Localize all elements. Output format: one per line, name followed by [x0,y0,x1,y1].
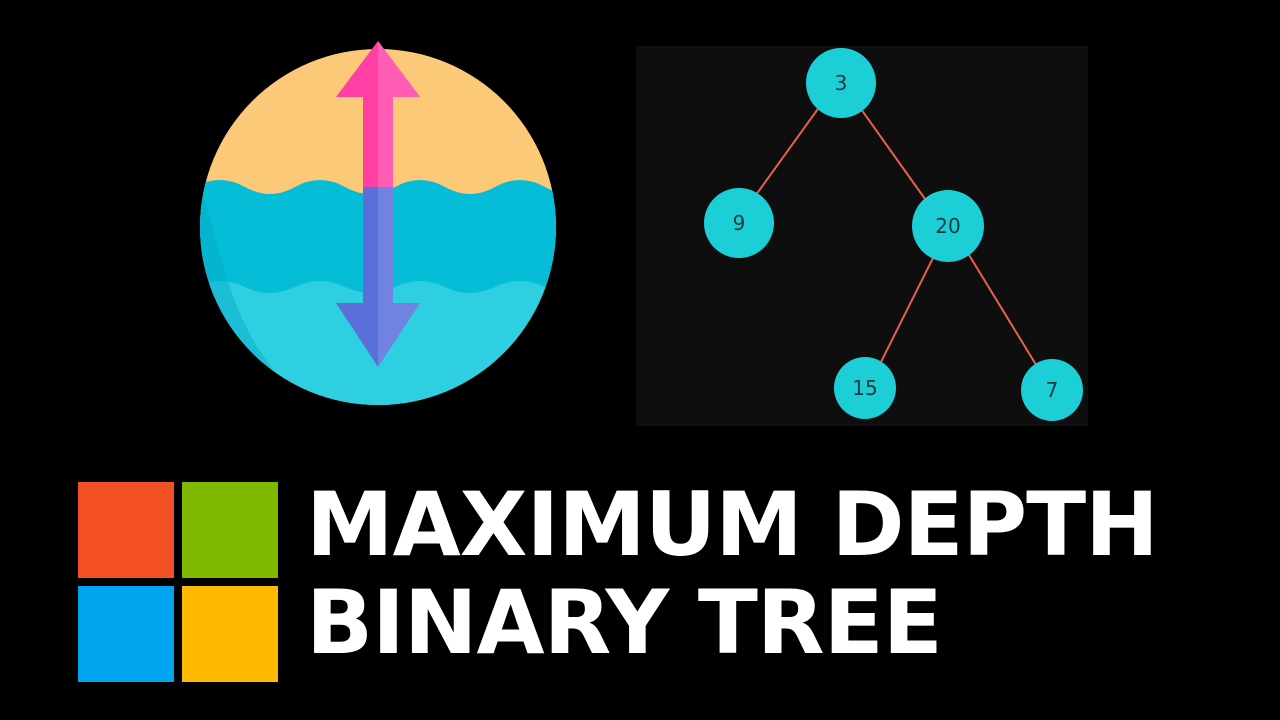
tree-node-7: 7 [1021,359,1083,421]
depth-icon [195,35,565,415]
node-label-9: 9 [733,211,746,235]
tree-node-3: 3 [806,48,876,118]
edge-3-9 [747,105,821,207]
binary-tree-diagram: 3 9 20 15 7 [636,46,1088,426]
node-label-20: 20 [935,214,960,238]
logo-tile-green [182,482,278,578]
microsoft-logo [78,482,278,682]
node-label-15: 15 [852,376,877,400]
node-label-3: 3 [835,71,848,95]
node-label-7: 7 [1046,378,1059,402]
logo-tile-blue [78,586,174,682]
title-line-1: MAXIMUM DEPTH [306,473,1159,576]
tree-node-20: 20 [912,190,984,262]
logo-tile-yellow [182,586,278,682]
page-title: MAXIMUM DEPTH BINARY TREE [306,476,1266,672]
edge-3-20 [855,101,931,207]
title-line-2: BINARY TREE [306,571,943,674]
logo-tile-red [78,482,174,578]
edge-20-15 [877,251,937,369]
tree-node-9: 9 [704,188,774,258]
edge-20-7 [965,249,1039,369]
tree-edges [747,101,1039,369]
tree-node-15: 15 [834,357,896,419]
